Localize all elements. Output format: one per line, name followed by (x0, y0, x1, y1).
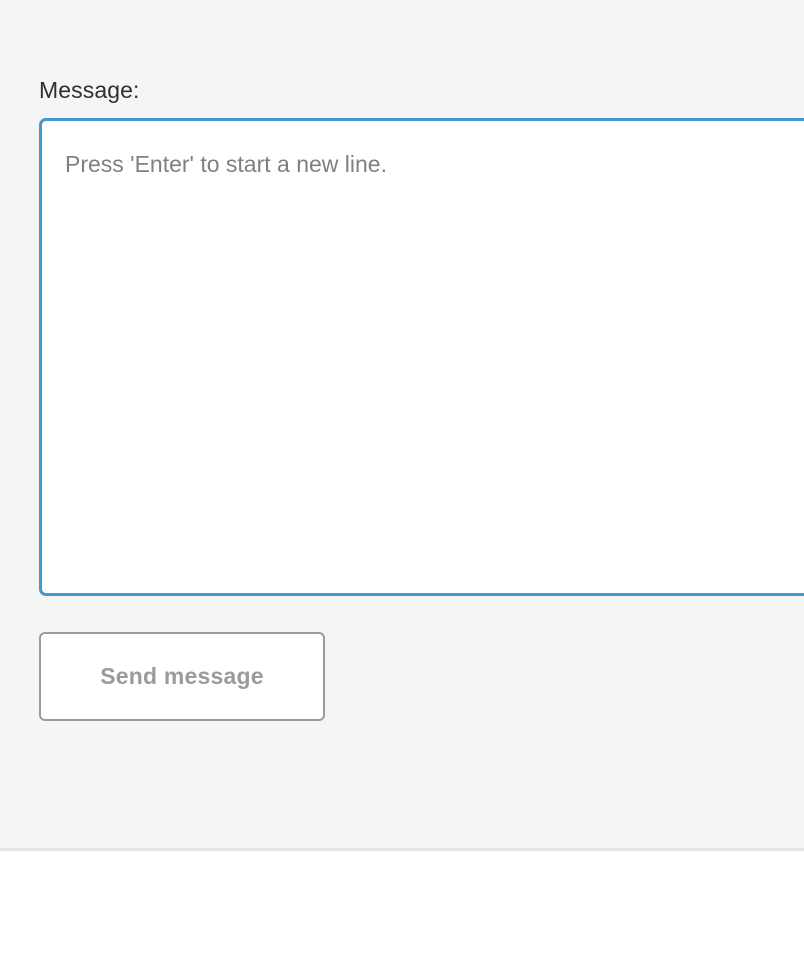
send-message-button-label: Send message (100, 663, 264, 689)
content-area-below (0, 851, 804, 980)
send-message-button[interactable]: Send message (39, 632, 325, 721)
panel-divider (0, 848, 804, 851)
message-textarea-container[interactable] (39, 118, 804, 596)
compose-panel: Message: Send message (39, 77, 804, 721)
message-input[interactable] (42, 121, 804, 593)
message-label: Message: (39, 77, 140, 103)
